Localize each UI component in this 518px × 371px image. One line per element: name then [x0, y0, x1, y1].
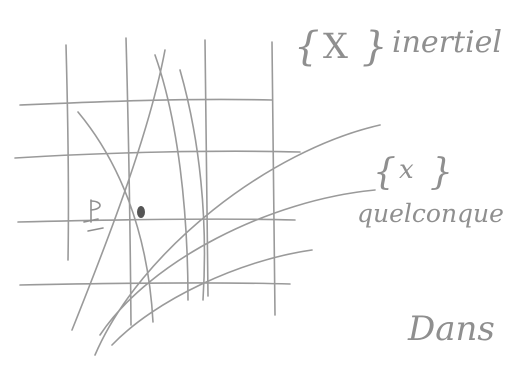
curved-vertical-line-2: [154, 54, 189, 301]
inertial-horizontal-line-2: [14, 150, 301, 159]
inertial-left-brace: {: [294, 24, 319, 70]
point-label: P: [0, 0, 1, 1]
curved-line-6: [99, 189, 376, 336]
curved-line-7: [111, 249, 313, 346]
arbitrary-left-brace: {: [373, 152, 396, 193]
inertial-horizontal-line-3: [17, 218, 296, 223]
curved-line-5: [94, 124, 381, 356]
inertial-vertical-line-1: [65, 44, 70, 261]
inertial-grid: [14, 37, 301, 326]
arbitrary-frame-label: { x } quelconque: [357, 152, 504, 228]
inertial-vertical-line-2: [125, 37, 132, 326]
inertial-vertical-line-4: [271, 41, 276, 316]
inertial-label: { X } inertiel: [294, 24, 502, 70]
inertial-vertical-line-3: [204, 39, 209, 297]
point-p-marker: [137, 206, 145, 218]
curved-vertical-line-1: [77, 111, 154, 323]
inertial-symbol: X: [323, 27, 348, 67]
curved-vertical-line-3: [179, 69, 206, 301]
arbitrary-grid: [71, 49, 381, 356]
arbitrary-right-brace: }: [430, 152, 453, 193]
curved-line-4: [71, 49, 166, 331]
inertial-horizontal-line-1: [19, 98, 273, 106]
point-p-symbol: [83, 199, 104, 232]
bottom-word: Dans: [407, 309, 495, 349]
inertial-horizontal-line-4: [19, 282, 291, 286]
inertial-right-brace: }: [362, 24, 387, 70]
inertial-word: inertiel: [392, 25, 502, 60]
arbitrary-word: quelconque: [357, 199, 504, 228]
arbitrary-symbol: x: [399, 155, 414, 185]
